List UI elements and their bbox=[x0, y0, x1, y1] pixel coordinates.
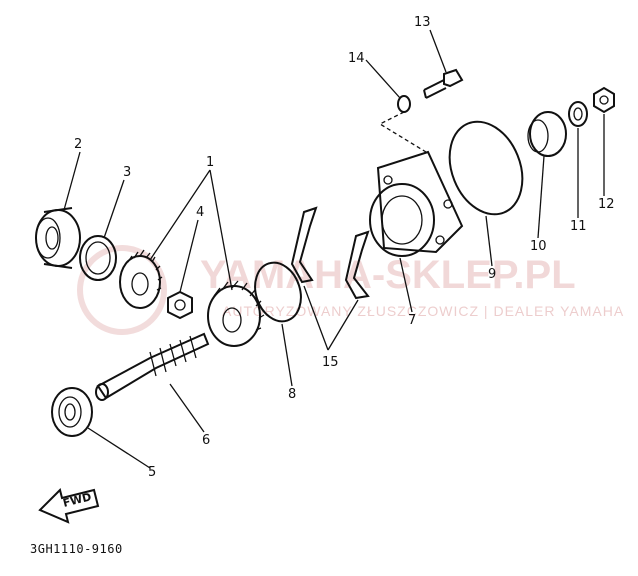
callout-5: 5 bbox=[148, 465, 156, 480]
forward-arrow: FWD bbox=[38, 488, 100, 524]
forward-label: FWD bbox=[62, 490, 93, 510]
part-11-washer bbox=[568, 101, 588, 127]
callout-7: 7 bbox=[408, 313, 416, 328]
callout-3: 3 bbox=[123, 165, 131, 180]
callout-13: 13 bbox=[414, 15, 431, 30]
part-12-nut bbox=[593, 86, 615, 114]
part-7-housing bbox=[369, 150, 464, 257]
part-2-bearing bbox=[35, 207, 81, 269]
callout-labels: 2 3 1 4 5 6 7 8 9 10 11 12 13 14 15 bbox=[74, 15, 615, 480]
callout-2: 2 bbox=[74, 137, 82, 152]
watermark-brand: YAMAHA-SKLEP.PL bbox=[200, 253, 576, 297]
callout-6: 6 bbox=[202, 433, 210, 448]
part-15-shim-upper bbox=[290, 206, 318, 284]
part-5-bearing bbox=[51, 387, 93, 437]
part-10-collar bbox=[527, 111, 567, 157]
part-8-o-ring bbox=[254, 261, 302, 323]
watermark-tagline: AUTORYZOWANY ZŁUSZCZOWICZ | DEALER YAMAH… bbox=[222, 303, 624, 319]
part-6-shaft bbox=[95, 332, 210, 401]
part-13-bolt bbox=[423, 68, 464, 99]
watermark: YAMAHA-SKLEP.PL AUTORYZOWANY ZŁUSZCZOWIC… bbox=[77, 245, 624, 335]
callout-1: 1 bbox=[206, 155, 214, 170]
reference-code: 3GH1110-9160 bbox=[30, 542, 123, 556]
callout-15: 15 bbox=[322, 355, 339, 370]
callout-14: 14 bbox=[348, 51, 365, 66]
watermark-logo bbox=[77, 245, 167, 335]
callout-12: 12 bbox=[598, 197, 615, 212]
part-4-nut bbox=[167, 290, 193, 320]
callout-8: 8 bbox=[288, 387, 296, 402]
part-14-washer bbox=[397, 95, 411, 113]
part-9-o-ring bbox=[448, 120, 524, 216]
callout-9: 9 bbox=[488, 267, 496, 282]
callout-4: 4 bbox=[196, 205, 204, 220]
part-1-bevel-gear-left bbox=[119, 249, 163, 309]
part-3-seal bbox=[79, 235, 117, 281]
leader-lines bbox=[63, 29, 605, 469]
callout-10: 10 bbox=[530, 239, 547, 254]
callout-11: 11 bbox=[570, 219, 587, 234]
part-15-shim-lower bbox=[344, 230, 370, 300]
